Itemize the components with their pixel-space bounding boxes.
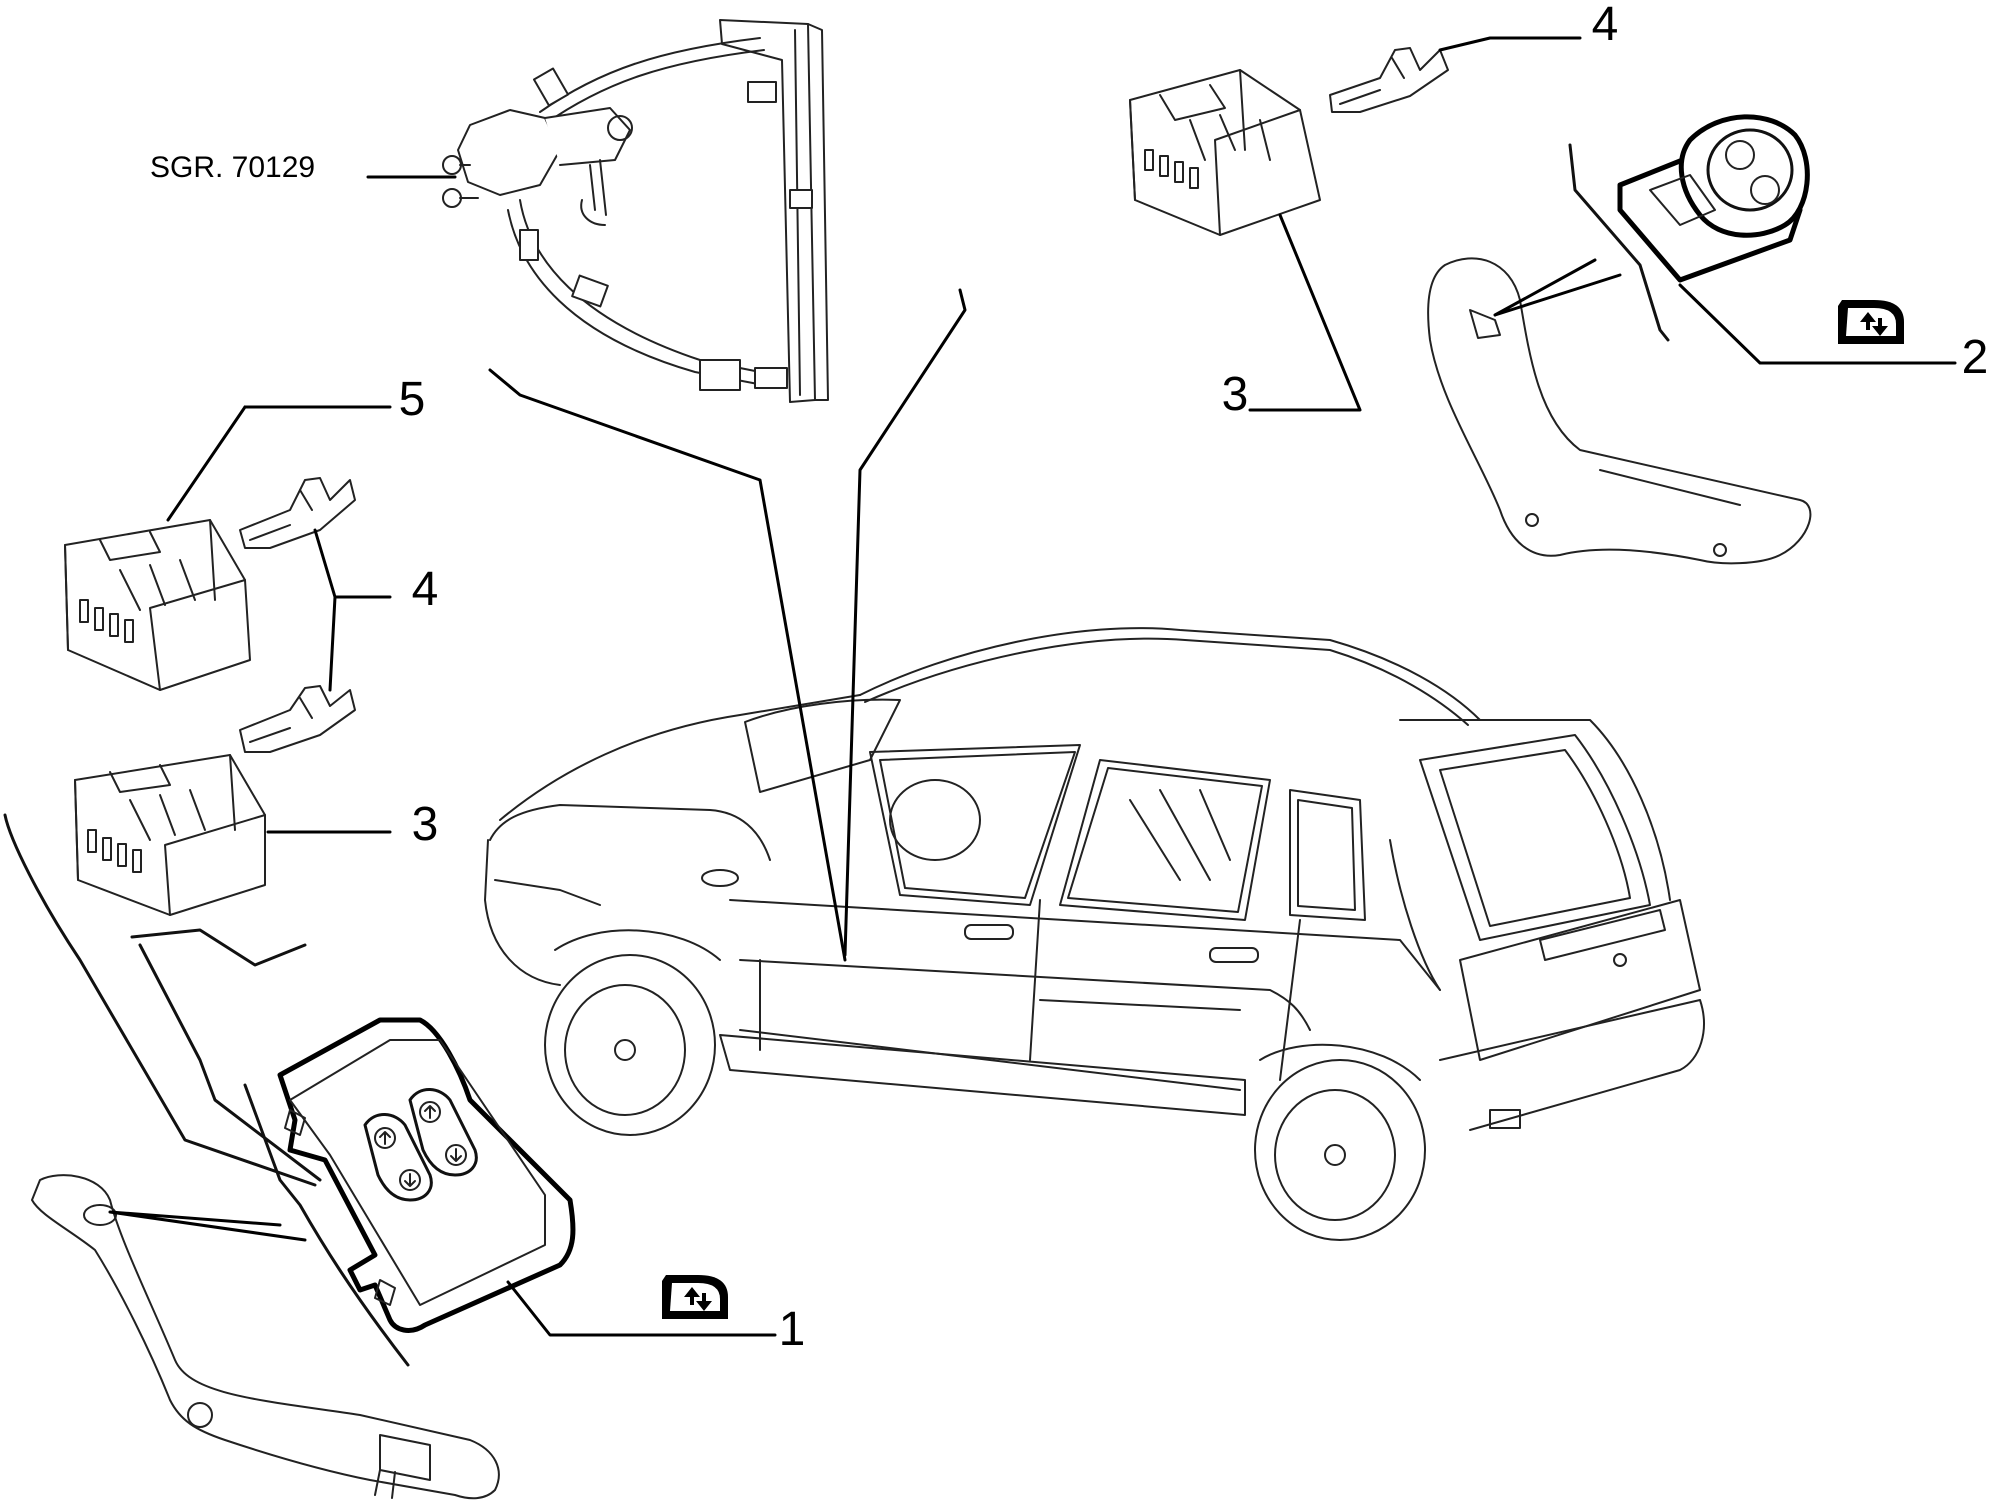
window-switch-double bbox=[277, 1017, 576, 1333]
terminal-pin-right bbox=[1329, 47, 1449, 113]
regulator-leader-line-rear bbox=[488, 368, 847, 962]
callout-4-right-leader bbox=[1438, 36, 1582, 52]
callout-3-right: 3 bbox=[1222, 368, 1249, 421]
window-switch-single bbox=[1617, 114, 1810, 283]
terminal-pin-left-lower bbox=[239, 685, 356, 753]
callout-2-leader bbox=[1678, 283, 1957, 365]
callout-2: 2 bbox=[1962, 331, 1989, 384]
callout-4-right: 4 bbox=[1592, 0, 1619, 51]
connector-block-right bbox=[1129, 69, 1321, 236]
power-window-icon bbox=[1838, 300, 1904, 344]
callout-4-left-leader bbox=[313, 528, 392, 599]
regulator-leader-line-front bbox=[843, 288, 967, 957]
reference-code-label: SGR. 70129 bbox=[150, 151, 315, 184]
car-body-illustration bbox=[484, 627, 1705, 1241]
callout-4-left: 4 bbox=[412, 563, 439, 616]
callout-3-left: 3 bbox=[412, 798, 439, 851]
door-trim-panel-right bbox=[1427, 257, 1812, 565]
terminal-pin-left-upper bbox=[239, 477, 356, 549]
callout-3-right-leader bbox=[1248, 213, 1362, 412]
connector-block-left-lower bbox=[74, 754, 266, 916]
window-regulator-assembly bbox=[442, 19, 829, 403]
power-window-icon bbox=[662, 1275, 728, 1319]
connector-block-left-upper bbox=[64, 519, 251, 691]
callout-5: 5 bbox=[399, 373, 426, 426]
callout-1-leader bbox=[506, 1280, 777, 1337]
door-trim-panel-left bbox=[31, 1174, 500, 1500]
callout-1: 1 bbox=[779, 1303, 806, 1356]
